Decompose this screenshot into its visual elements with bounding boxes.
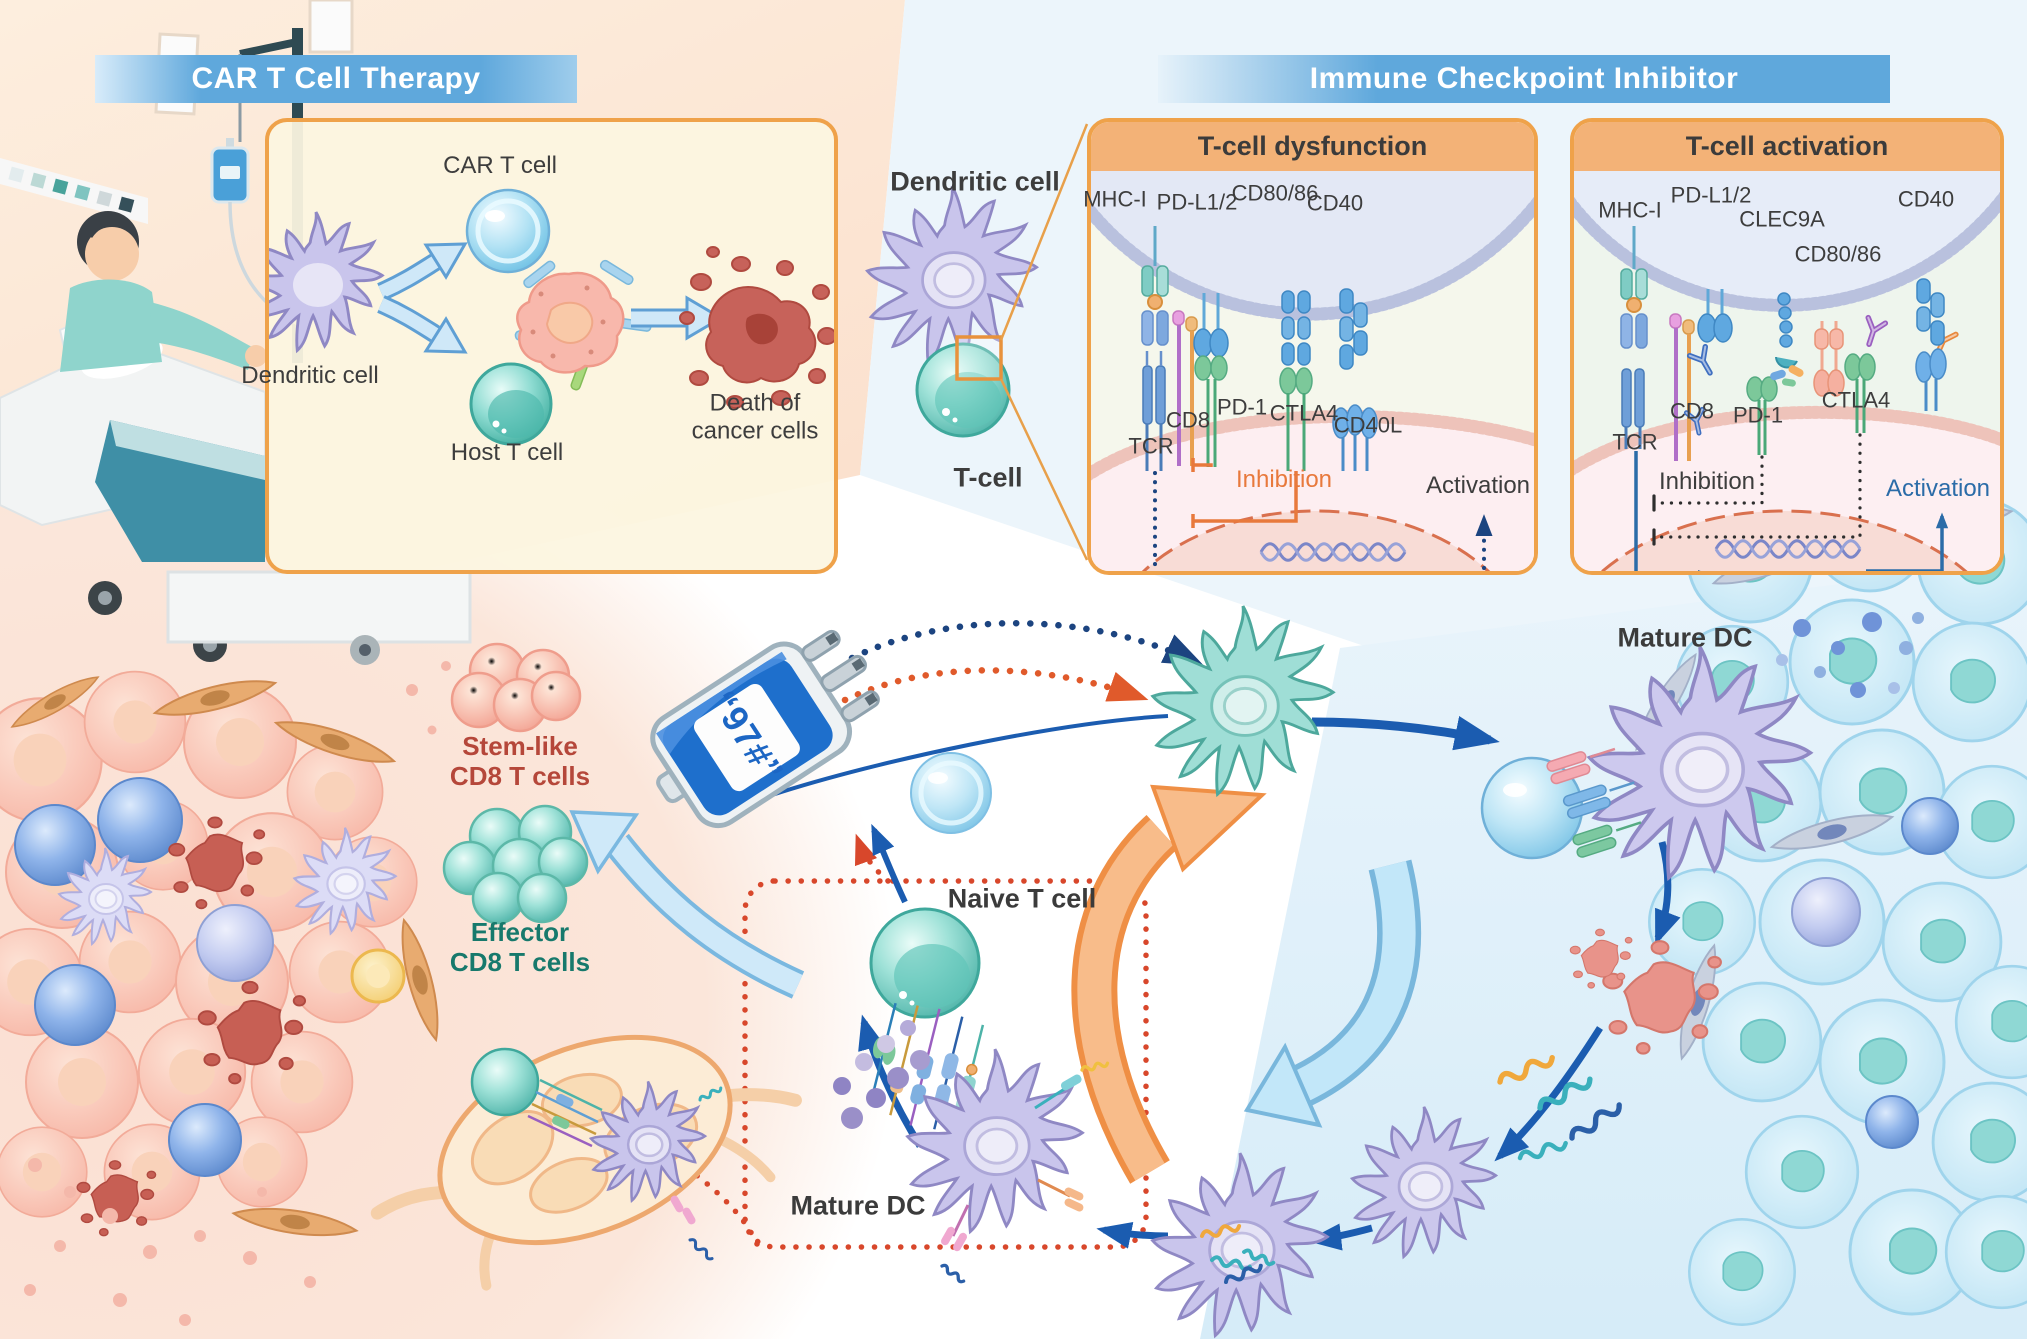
iv-drip-icon xyxy=(210,138,301,327)
clec9a-receptor xyxy=(1770,292,1804,387)
dys-cd8086-label: CD80/86 xyxy=(1231,180,1319,206)
immune-checkpoint-inhibitor-banner: Immune Checkpoint Inhibitor xyxy=(1158,55,1890,103)
dys-mhc1-label: MHC-I xyxy=(1083,186,1147,212)
vesicle-dots-icon xyxy=(833,1020,930,1129)
cycle-arrow-orange xyxy=(1071,784,1267,1184)
ctla4-blocked xyxy=(1844,318,1956,433)
dysfunction-panel-header: T-cell dysfunction xyxy=(1091,122,1534,173)
dys-activation-label: Activation xyxy=(1425,472,1531,500)
car-t-cell-sphere-icon xyxy=(910,752,992,834)
cd40-cd40l-complex xyxy=(1332,288,1378,471)
fork-arrow xyxy=(377,242,468,354)
pdl1-pd1-complex xyxy=(1193,293,1229,467)
dys-pd1-label: PD-1 xyxy=(1216,394,1268,420)
signal-dotted-lines xyxy=(1153,471,1493,571)
dys-inhibition-label: Inhibition xyxy=(1235,466,1333,494)
dna-icon xyxy=(1714,539,1862,559)
bag-ports xyxy=(801,629,880,723)
effector-cd8-cluster-icon xyxy=(442,804,589,925)
dead-cancer-cells-icon xyxy=(679,246,834,409)
stem-like-cd8-cluster-icon xyxy=(450,642,582,733)
act-cd8086-label: CD80/86 xyxy=(1794,241,1882,267)
car-t-engaging-dc xyxy=(1480,747,1642,860)
flow-arrows xyxy=(771,714,1681,1251)
pdl1-blocked xyxy=(1690,289,1778,455)
t-cell-dysfunction-panel: T-cell dysfunction xyxy=(1087,118,1538,575)
dendritic-cell-label-middle: Dendritic cell xyxy=(890,166,1060,197)
inhibition-dotted xyxy=(1652,433,1862,546)
blue-dots xyxy=(1776,612,1924,698)
cancer-cell-icon xyxy=(514,259,652,391)
act-cd8-label: CD8 xyxy=(1669,398,1715,424)
lymph-node-icon xyxy=(370,1034,802,1291)
dys-ctla4-label: CTLA4 xyxy=(1269,400,1339,426)
dotted-transfer-arcs xyxy=(841,620,1205,704)
act-inhibition-label: Inhibition xyxy=(1658,468,1756,496)
cd8086-receptor xyxy=(1813,321,1845,397)
arrow-to-tumor xyxy=(569,810,805,999)
mature-dc-lymph-icon xyxy=(833,1020,1110,1285)
act-pd1-label: PD-1 xyxy=(1732,402,1784,428)
act-pdl12-label: PD-L1/2 xyxy=(1670,182,1752,208)
cd8086-ctla4-complex xyxy=(1279,290,1313,471)
cycle-arrow-blue xyxy=(1243,859,1421,1128)
dys-pdl12-label: PD-L1/2 xyxy=(1156,189,1238,215)
car-t-cell-icon xyxy=(465,188,551,274)
dna-icon xyxy=(1259,542,1407,562)
mhc-tcr-complex xyxy=(1141,226,1198,471)
t-cell-label-middle: T-cell xyxy=(953,462,1023,493)
dendritic-cell-icon xyxy=(269,211,385,354)
car-t-panel-art xyxy=(269,188,834,446)
wall-monitor-icon xyxy=(8,166,135,213)
zoom-callout xyxy=(955,123,1089,561)
dys-tcr-label: TCR xyxy=(1128,433,1174,459)
stem-like-cd8-label: Stem-like CD8 T cells xyxy=(449,731,591,791)
car-t-cell-label: CAR T cell xyxy=(443,152,557,180)
car-t-therapy-panel xyxy=(265,118,838,574)
t-cell-activation-panel: T-cell activation xyxy=(1570,118,2004,575)
effector-cd8-label: Effector CD8 T cells xyxy=(449,917,591,977)
act-cd40-label: CD40 xyxy=(1897,186,1955,212)
dys-cd40l-label: CD40L xyxy=(1333,412,1403,438)
death-of-cancer-cells-label: Death of cancer cells xyxy=(691,389,819,444)
activation-panel-header: T-cell activation xyxy=(1574,122,2000,173)
inhibition-lines xyxy=(1191,458,1298,528)
mature-dc-tumor-label: Mature DC xyxy=(1617,622,1753,653)
blood-bag-icon xyxy=(650,629,880,829)
dys-cd8-label: CD8 xyxy=(1165,407,1211,433)
blue-tumor-icon xyxy=(1626,471,2027,1326)
t-cell-icon xyxy=(915,342,1011,438)
activation-lines xyxy=(1634,451,1949,571)
car-t-therapy-banner: CAR T Cell Therapy xyxy=(95,55,577,103)
kill-arrow xyxy=(631,295,724,341)
act-ctla4-label: CTLA4 xyxy=(1821,387,1891,413)
mature-dc-lymph-label: Mature DC xyxy=(790,1190,926,1221)
act-mhc1-label: MHC-I xyxy=(1598,197,1662,223)
dendritic-cell-label-panel: Dendritic cell xyxy=(241,362,379,390)
dys-cd40-label: CD40 xyxy=(1306,190,1364,216)
act-activation-label: Activation xyxy=(1885,475,1991,503)
dysfunction-panel-art xyxy=(1091,171,1534,571)
pink-tumor-icon xyxy=(0,661,475,1326)
act-clec9a-label: CLEC9A xyxy=(1739,206,1825,232)
host-t-cell-icon xyxy=(469,362,553,446)
activation-panel-art xyxy=(1574,171,2000,571)
naive-t-cell-label: Naive T cell xyxy=(947,883,1097,914)
act-tcr-label: TCR xyxy=(1612,429,1658,455)
cd40-receptor xyxy=(1915,278,1947,411)
host-t-cell-label: Host T cell xyxy=(450,439,564,467)
